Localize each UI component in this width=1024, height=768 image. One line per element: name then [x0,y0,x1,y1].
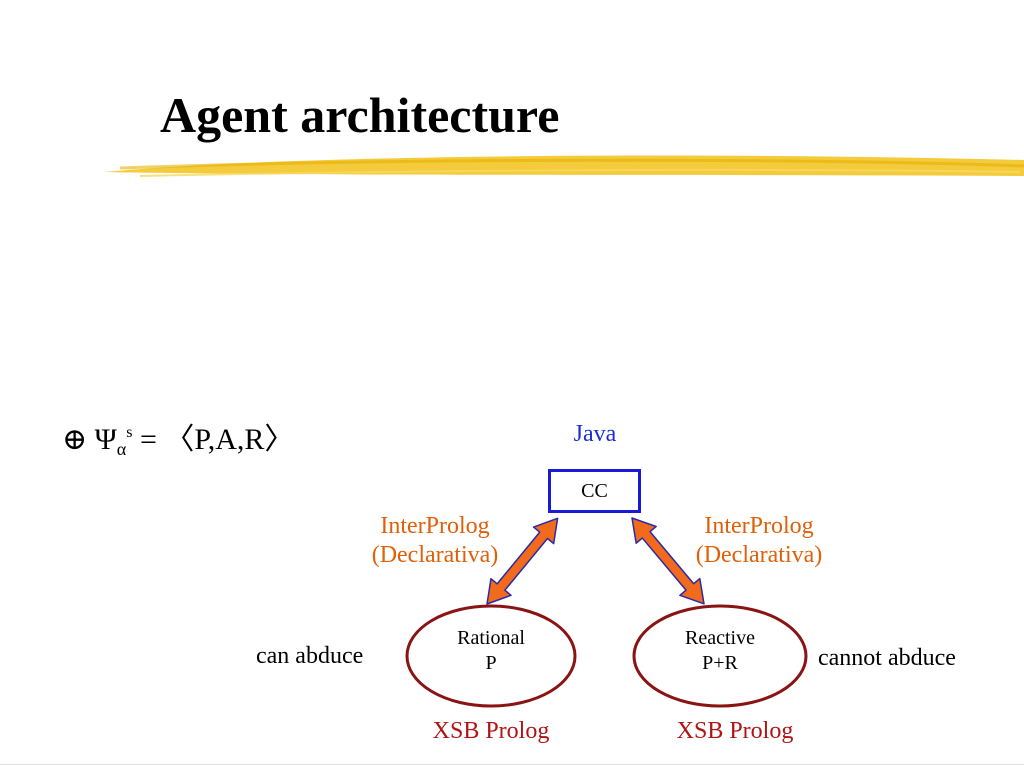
reactive-node-line1: Reactive [685,627,755,649]
rational-node-line1: Rational [457,627,525,649]
cc-node-label: CC [581,479,608,502]
formula-subscript: α [116,439,127,459]
rational-node-ellipse [405,604,577,708]
formula-superscript: s [126,424,133,441]
cc-node: CC [548,469,641,513]
right-double-arrow [631,517,705,605]
right-link-line2: (Declarativa) [695,541,823,568]
java-label: Java [573,421,617,447]
rational-node-text: Rational P [411,626,571,676]
left-double-arrow [486,517,559,605]
formula-bullet: ⊕ Ψαs = 〈P,A,R〉 [62,420,294,461]
bottom-divider [0,764,1024,765]
cannot-abduce-note: cannot abduce [818,645,956,671]
left-xsb-caption: XSB Prolog [432,718,550,744]
can-abduce-note: can abduce [256,643,364,669]
right-link-line1: InterProlog [704,513,814,539]
slide-title: Agent architecture [160,87,560,143]
reactive-node-line2: P+R [702,652,738,674]
reactive-node-text: Reactive P+R [640,626,800,676]
formula-prefix: ⊕ Ψ [62,423,117,456]
rational-node-line2: P [485,652,497,674]
left-link-label: InterProlog (Declarativa) [335,512,535,570]
title-underline [104,155,1024,177]
left-link-line1: InterProlog [380,513,490,539]
formula-rest: = 〈P,A,R〉 [132,423,295,456]
reactive-node-ellipse [632,604,808,708]
right-xsb-caption: XSB Prolog [676,718,794,744]
right-link-label: InterProlog (Declarativa) [659,512,859,570]
left-link-line2: (Declarativa) [371,541,499,568]
